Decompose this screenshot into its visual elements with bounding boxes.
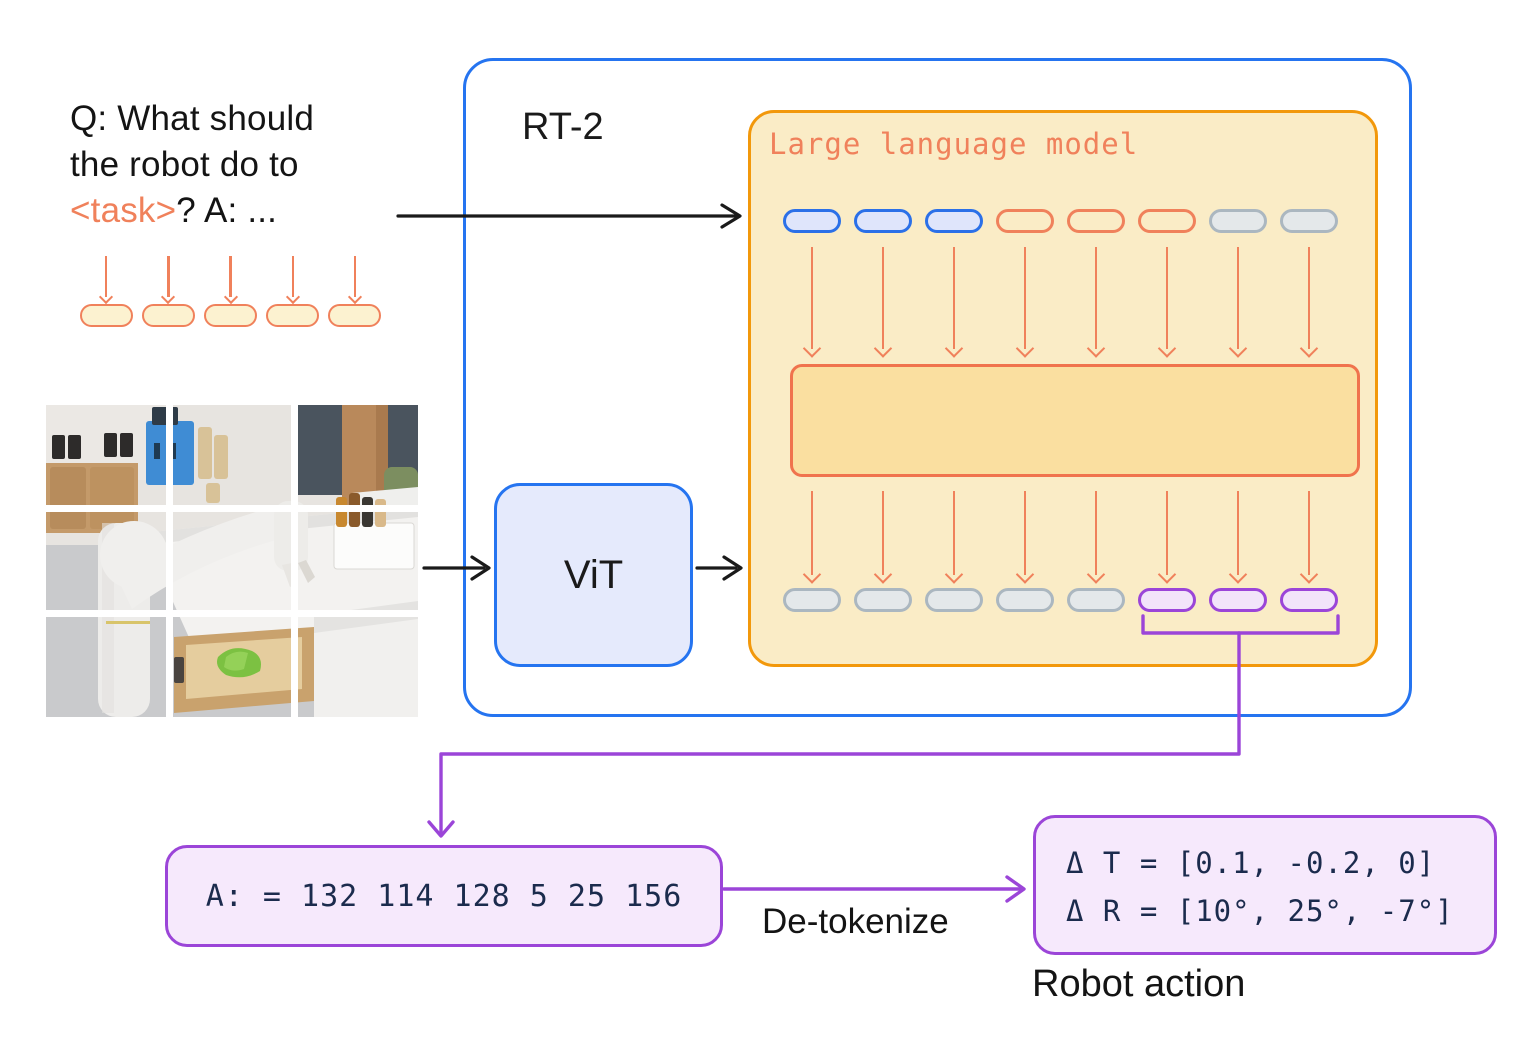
down-arrow <box>871 491 895 581</box>
orange-token-pill <box>996 209 1054 233</box>
down-arrow <box>1297 247 1321 355</box>
down-arrow <box>1297 491 1321 581</box>
llm-output-arrows <box>800 491 1321 581</box>
action-token-string: A: = 132 114 128 5 25 156 <box>205 878 683 914</box>
down-arrow <box>1084 491 1108 581</box>
down-arrow <box>800 491 824 581</box>
coffee-cups <box>52 433 133 459</box>
detokenize-label: De-tokenize <box>762 902 949 941</box>
llm-attention-block <box>790 364 1360 477</box>
llm-title: Large language model <box>769 127 1139 161</box>
cream-token-pill <box>328 304 381 327</box>
gray-token-pill <box>783 588 841 612</box>
down-arrow <box>1084 247 1108 355</box>
vit-label: ViT <box>563 552 624 597</box>
detokenize-arrow <box>722 875 1026 903</box>
blue-token-pill <box>783 209 841 233</box>
purple-token-pill <box>1209 588 1267 612</box>
delta-rotation-line: Δ R = [10°, 25°, -7°] <box>1066 894 1454 928</box>
down-arrow <box>219 256 243 302</box>
prompt-token-row <box>80 304 381 327</box>
down-arrow <box>1155 247 1179 355</box>
cream-token-pill <box>80 304 133 327</box>
cream-token-pill <box>204 304 257 327</box>
purple-token-pill <box>1138 588 1196 612</box>
robot-action-caption: Robot action <box>1032 963 1246 1005</box>
question-line-2: the robot do to <box>70 145 299 184</box>
down-arrow <box>942 247 966 355</box>
down-arrow <box>1013 247 1037 355</box>
prompt-token-arrows <box>94 256 367 302</box>
cream-token-pill <box>142 304 195 327</box>
llm-input-token-row <box>783 209 1338 233</box>
down-arrow <box>942 491 966 581</box>
grid-gaps <box>46 405 418 717</box>
open-drawer-with-chips <box>174 627 314 713</box>
down-arrow <box>800 247 824 355</box>
question-line-3: <task>? A: ... <box>70 188 314 234</box>
gray-token-pill <box>854 588 912 612</box>
question-prompt-text: Q: What should the robot do to <task>? A… <box>70 96 314 234</box>
orange-token-pill <box>1067 209 1125 233</box>
gray-token-pill <box>925 588 983 612</box>
down-arrow <box>156 256 180 302</box>
purple-token-pill <box>1280 588 1338 612</box>
delta-translation-line: Δ T = [0.1, -0.2, 0] <box>1066 846 1436 880</box>
down-arrow <box>1226 491 1250 581</box>
down-arrow <box>343 256 367 302</box>
llm-output-token-row <box>783 588 1338 612</box>
gray-token-pill <box>996 588 1054 612</box>
robot-photo-grid <box>46 405 418 717</box>
action-token-box: A: = 132 114 128 5 25 156 <box>165 845 723 947</box>
gray-token-pill <box>1280 209 1338 233</box>
paper-cup-stacks <box>198 427 228 503</box>
robot-action-box: Δ T = [0.1, -0.2, 0] Δ R = [10°, 25°, -7… <box>1033 815 1497 955</box>
vit-box: ViT <box>494 483 693 667</box>
robot-scene-illustration <box>46 405 418 717</box>
down-arrow <box>1013 491 1037 581</box>
rt2-label: RT-2 <box>522 106 604 148</box>
cream-token-pill <box>266 304 319 327</box>
gray-token-pill <box>1067 588 1125 612</box>
orange-token-pill <box>1138 209 1196 233</box>
down-arrow <box>94 256 118 302</box>
llm-input-arrows <box>800 247 1321 355</box>
task-placeholder-token: <task> <box>70 191 177 230</box>
blue-token-pill <box>854 209 912 233</box>
question-line-1: Q: What should <box>70 99 315 138</box>
down-arrow <box>281 256 305 302</box>
down-arrow <box>871 247 895 355</box>
question-line-3-rest: ? A: ... <box>176 191 278 230</box>
blue-token-pill <box>925 209 983 233</box>
down-arrow <box>1226 247 1250 355</box>
down-arrow <box>1155 491 1179 581</box>
robot-arm <box>98 501 315 717</box>
gray-token-pill <box>1209 209 1267 233</box>
